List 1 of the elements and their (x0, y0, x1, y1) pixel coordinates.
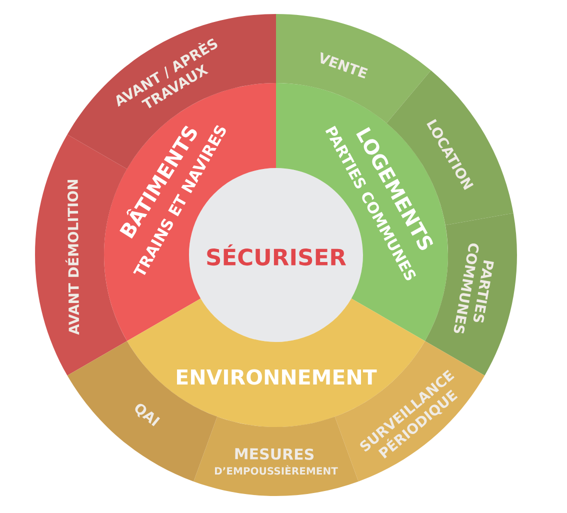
outer-ring-segment: MESURES D’EMPOUSSIÈREMENT (194, 416, 358, 496)
